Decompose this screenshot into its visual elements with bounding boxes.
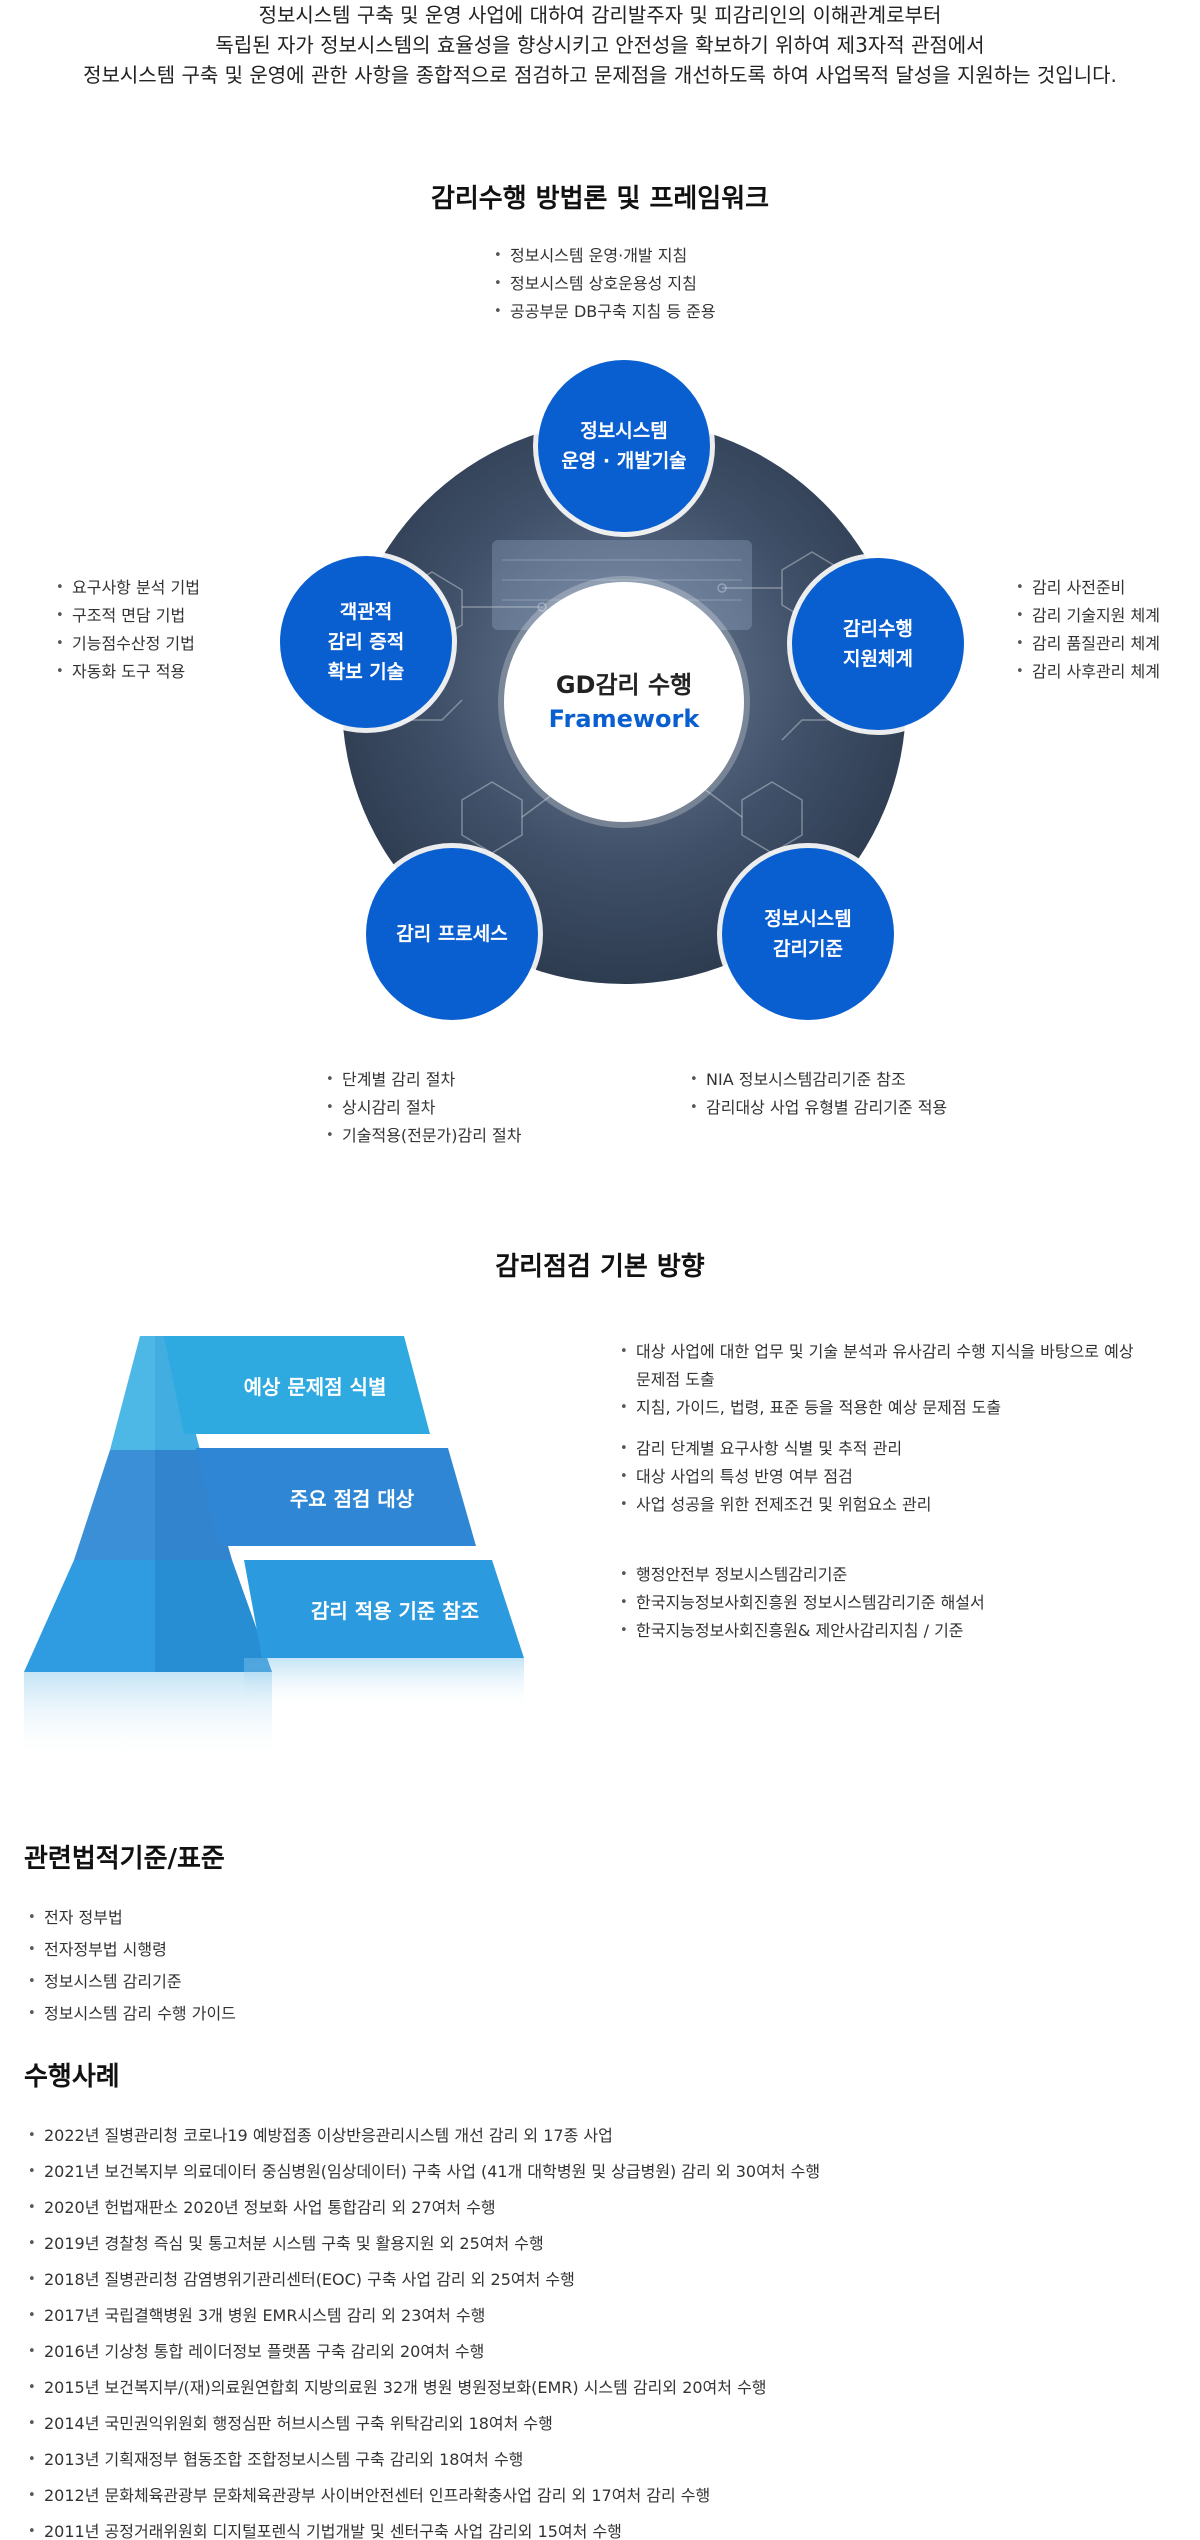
node-audit-process: 감리 프로세스 xyxy=(366,848,538,1020)
list-item: 구조적 면담 기법 xyxy=(56,602,200,630)
node-label-line: 감리 증적 xyxy=(327,631,405,653)
node-label-line: 지원체계 xyxy=(843,648,913,670)
list-item: 문제점 도출 xyxy=(620,1366,1134,1394)
standards-title: 관련법적기준/표준 xyxy=(24,1844,225,1874)
list-item: 2015년 보건복지부/(재)의료원연합회 지방의료원 32개 병원 병원정보화… xyxy=(28,2370,820,2406)
list-item: 지침, 가이드, 법령, 표준 등을 적용한 예상 문제점 도출 xyxy=(620,1394,1134,1422)
list-item: 정보시스템 감리기준 xyxy=(28,1966,236,1998)
list-item: 정보시스템 상호운용성 지침 xyxy=(494,270,716,298)
node-label-line: 감리수행 xyxy=(843,618,913,640)
list-item: 자동화 도구 적용 xyxy=(56,658,200,686)
list-item: 감리대상 사업 유형별 감리기준 적용 xyxy=(690,1094,947,1122)
pyramid-band-2: 주요 점검 대상 xyxy=(289,1486,415,1511)
list-item: 2014년 국민권익위원회 행정심판 허브시스템 구축 위탁감리외 18여처 수… xyxy=(28,2406,820,2442)
list-item: 2020년 헌법재판소 2020년 정보화 사업 통합감리 외 27여처 수행 xyxy=(28,2190,820,2226)
list-item: 2019년 경찰청 즉심 및 통고처분 시스템 구축 및 활용지원 외 25여처… xyxy=(28,2226,820,2262)
node-label-line: 감리기준 xyxy=(773,938,843,960)
list-item: 기술적용(전문가)감리 절차 xyxy=(326,1122,522,1150)
list-item: 대상 사업의 특성 반영 여부 점검 xyxy=(620,1463,931,1491)
list-item: 사업 성공을 위한 전제조건 및 위험요소 관리 xyxy=(620,1491,931,1519)
list-item: 2017년 국립결핵병원 3개 병원 EMR시스템 감리 외 23여처 수행 xyxy=(28,2298,820,2334)
direction-title: 감리점검 기본 방향 xyxy=(495,1252,705,1282)
framework-center-circle: GD감리 수행 Framework xyxy=(504,582,744,822)
list-item: 2018년 질병관리청 감염병위기관리센터(EOC) 구축 사업 감리 외 25… xyxy=(28,2262,820,2298)
direction-pyramid-diagram: 예상 문제점 식별 주요 점검 대상 감리 적용 기준 참조 xyxy=(0,1320,1200,1790)
intro-line-3: 정보시스템 구축 및 운영에 관한 사항을 종합적으로 점검하고 문제점을 개선… xyxy=(83,63,1117,87)
list-item: 정보시스템 감리 수행 가이드 xyxy=(28,1998,236,2030)
list-item: 감리 사후관리 체계 xyxy=(1016,658,1160,686)
standards-list: 전자 정부법 전자정부법 시행령 정보시스템 감리기준 정보시스템 감리 수행 … xyxy=(28,1902,236,2030)
node-label-line: 확보 기술 xyxy=(327,661,405,683)
list-item: 감리 사전준비 xyxy=(1016,574,1160,602)
list-item: 정보시스템 운영·개발 지침 xyxy=(494,242,716,270)
pyramid-graphic xyxy=(24,1336,524,1760)
intro-line-2: 독립된 자가 정보시스템의 효율성을 향상시키고 안전성을 확보하기 위하여 제… xyxy=(215,33,985,57)
list-item: 상시감리 절차 xyxy=(326,1094,522,1122)
pyramid-band-1: 예상 문제점 식별 xyxy=(243,1374,387,1399)
direction-group-3: 행정안전부 정보시스템감리기준 한국지능정보사회진흥원 정보시스템감리기준 해설… xyxy=(620,1561,985,1645)
framework-left-bullets: 요구사항 분석 기법 구조적 면담 기법 기능점수산정 기법 자동화 도구 적용 xyxy=(56,574,200,686)
node-label-line: 감리 프로세스 xyxy=(396,923,508,945)
list-item: 대상 사업에 대한 업무 및 기술 분석과 유사감리 수행 지식을 바탕으로 예… xyxy=(620,1338,1134,1366)
list-item: 감리 기술지원 체계 xyxy=(1016,602,1160,630)
framework-title: 감리수행 방법론 및 프레임워크 xyxy=(430,184,770,214)
list-item: 2011년 공정거래위원회 디지털포렌식 기법개발 및 센터구축 사업 감리외 … xyxy=(28,2514,820,2540)
list-item: 전자정부법 시행령 xyxy=(28,1934,236,1966)
intro-text: 정보시스템 구축 및 운영 사업에 대하여 감리발주자 및 피감리인의 이해관계… xyxy=(0,0,1200,90)
list-item: 전자 정부법 xyxy=(28,1902,236,1934)
list-item: 단계별 감리 절차 xyxy=(326,1066,522,1094)
list-item: 공공부문 DB구축 지침 등 준용 xyxy=(494,298,716,326)
node-label-line: 객관적 xyxy=(339,601,393,623)
list-item: 한국지능정보사회진흥원 정보시스템감리기준 해설서 xyxy=(620,1589,985,1617)
cases-title: 수행사례 xyxy=(24,2062,120,2092)
intro-line-1: 정보시스템 구축 및 운영 사업에 대하여 감리발주자 및 피감리인의 이해관계… xyxy=(258,3,942,27)
cases-list: 2022년 질병관리청 코로나19 예방접종 이상반응관리시스템 개선 감리 외… xyxy=(28,2118,820,2540)
list-item: 한국지능정보사회진흥원& 제안사감리지침 / 기준 xyxy=(620,1617,985,1645)
list-item: 감리 품질관리 체계 xyxy=(1016,630,1160,658)
framework-bottom-right-bullets: NIA 정보시스템감리기준 참조 감리대상 사업 유형별 감리기준 적용 xyxy=(690,1066,947,1122)
list-item: 2016년 기상청 통합 레이더정보 플랫폼 구축 감리외 20여처 수행 xyxy=(28,2334,820,2370)
list-item: 2012년 문화체육관광부 문화체육관광부 사이버안전센터 인프라확충사업 감리… xyxy=(28,2478,820,2514)
direction-group-2: 감리 단계별 요구사항 식별 및 추적 관리 대상 사업의 특성 반영 여부 점… xyxy=(620,1435,931,1519)
pyramid-band-3: 감리 적용 기준 참조 xyxy=(310,1598,480,1623)
direction-group-1: 대상 사업에 대한 업무 및 기술 분석과 유사감리 수행 지식을 바탕으로 예… xyxy=(620,1338,1134,1422)
list-item-continuation: 문제점 도출 xyxy=(636,1370,715,1389)
framework-top-bullets: 정보시스템 운영·개발 지침 정보시스템 상호운용성 지침 공공부문 DB구축 … xyxy=(494,242,716,326)
node-label-line: 정보시스템 xyxy=(580,420,668,442)
list-item: NIA 정보시스템감리기준 참조 xyxy=(690,1066,947,1094)
node-label-line: 운영 · 개발기술 xyxy=(561,450,687,472)
list-item: 감리 단계별 요구사항 식별 및 추적 관리 xyxy=(620,1435,931,1463)
list-item: 행정안전부 정보시스템감리기준 xyxy=(620,1561,985,1589)
list-item: 요구사항 분석 기법 xyxy=(56,574,200,602)
node-label-line: 정보시스템 xyxy=(764,908,852,930)
framework-right-bullets: 감리 사전준비 감리 기술지원 체계 감리 품질관리 체계 감리 사후관리 체계 xyxy=(1016,574,1160,686)
list-item: 2022년 질병관리청 코로나19 예방접종 이상반응관리시스템 개선 감리 외… xyxy=(28,2118,820,2154)
framework-center-subtitle: Framework xyxy=(548,705,700,733)
framework-bottom-left-bullets: 단계별 감리 절차 상시감리 절차 기술적용(전문가)감리 절차 xyxy=(326,1066,522,1150)
framework-center-title: GD감리 수행 xyxy=(555,671,693,699)
list-item: 기능점수산정 기법 xyxy=(56,630,200,658)
list-item: 2021년 보건복지부 의료데이터 중심병원(임상데이터) 구축 사업 (41개… xyxy=(28,2154,820,2190)
list-item: 2013년 기획재정부 협동조합 조합정보시스템 구축 감리외 18여처 수행 xyxy=(28,2442,820,2478)
